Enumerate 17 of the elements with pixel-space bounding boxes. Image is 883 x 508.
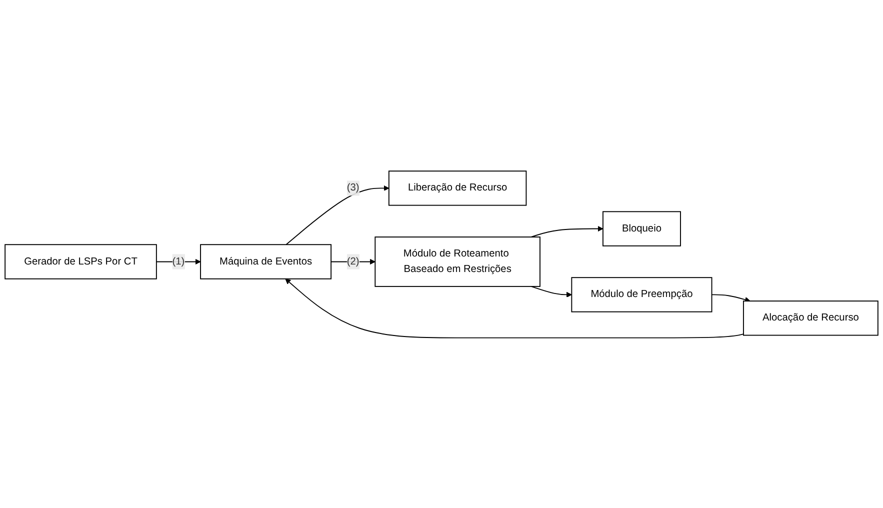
node-box: Módulo de Preempção <box>571 276 712 312</box>
node-box: Máquina de Eventos <box>200 244 332 279</box>
arrow <box>530 226 604 238</box>
arrow <box>156 258 201 264</box>
arrow <box>711 294 750 302</box>
edge-label: (1) <box>172 256 185 266</box>
node-box: Bloqueio <box>602 210 681 246</box>
edge-label: (3) <box>346 182 360 193</box>
node-box: Módulo de Roteamento Baseado em Restrições <box>374 236 540 286</box>
node-box: Alocação de Recurso <box>743 300 878 336</box>
arrow <box>530 286 572 298</box>
arrow <box>330 258 376 264</box>
arrow <box>286 184 390 245</box>
arrow <box>285 278 744 338</box>
edge-label: (2) <box>346 256 360 266</box>
node-box: Gerador de LSPs Por CT <box>4 244 157 279</box>
node-box: Liberação de Recurso <box>388 170 527 206</box>
